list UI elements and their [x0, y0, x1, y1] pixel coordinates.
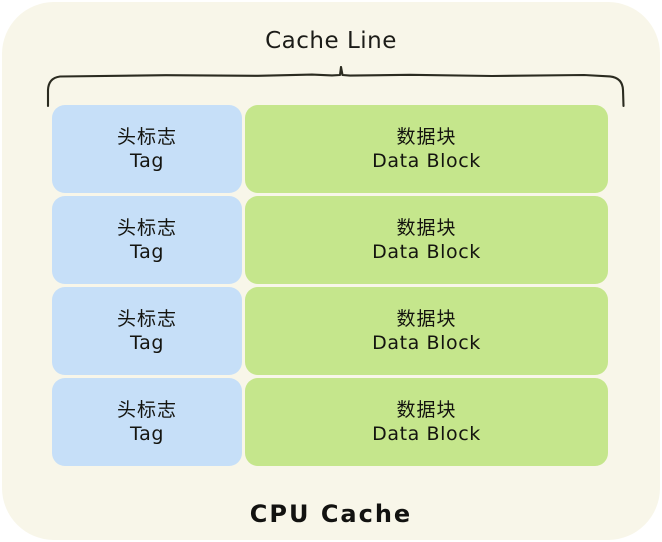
cache-line-brace — [44, 66, 628, 108]
tag-cell-label-cn: 头标志 — [116, 125, 177, 148]
data-block-label-en: Data Block — [372, 241, 481, 263]
tag-cell-label-en: Tag — [130, 423, 164, 445]
tag-cell: 头标志 Tag — [52, 287, 242, 375]
tag-cell: 头标志 Tag — [52, 105, 242, 193]
cpu-cache-caption: CPU Cache — [249, 500, 413, 528]
tag-cell-label-en: Tag — [130, 150, 164, 172]
table-row: 头标志 Tag 数据块 Data Block — [52, 196, 608, 284]
data-block-label-en: Data Block — [372, 332, 481, 354]
tag-cell-label-cn: 头标志 — [116, 398, 177, 421]
tag-cell-label-en: Tag — [130, 332, 164, 354]
tag-cell-label-cn: 头标志 — [116, 216, 177, 239]
tag-cell: 头标志 Tag — [52, 378, 242, 466]
tag-cell-label-en: Tag — [130, 241, 164, 263]
data-block-cell: 数据块 Data Block — [245, 378, 608, 466]
tag-cell-label-cn: 头标志 — [116, 307, 177, 330]
data-block-label-cn: 数据块 — [396, 307, 457, 330]
table-row: 头标志 Tag 数据块 Data Block — [52, 287, 608, 375]
tag-cell: 头标志 Tag — [52, 196, 242, 284]
cache-line-rows: 头标志 Tag 数据块 Data Block 头标志 Tag 数据块 Data … — [52, 105, 608, 466]
data-block-label-en: Data Block — [372, 423, 481, 445]
data-block-label-cn: 数据块 — [396, 125, 457, 148]
table-row: 头标志 Tag 数据块 Data Block — [52, 378, 608, 466]
data-block-label-cn: 数据块 — [396, 216, 457, 239]
data-block-cell: 数据块 Data Block — [245, 105, 608, 193]
data-block-cell: 数据块 Data Block — [245, 196, 608, 284]
cache-line-title: Cache Line — [265, 28, 397, 54]
table-row: 头标志 Tag 数据块 Data Block — [52, 105, 608, 193]
data-block-cell: 数据块 Data Block — [245, 287, 608, 375]
data-block-label-cn: 数据块 — [396, 398, 457, 421]
data-block-label-en: Data Block — [372, 150, 481, 172]
